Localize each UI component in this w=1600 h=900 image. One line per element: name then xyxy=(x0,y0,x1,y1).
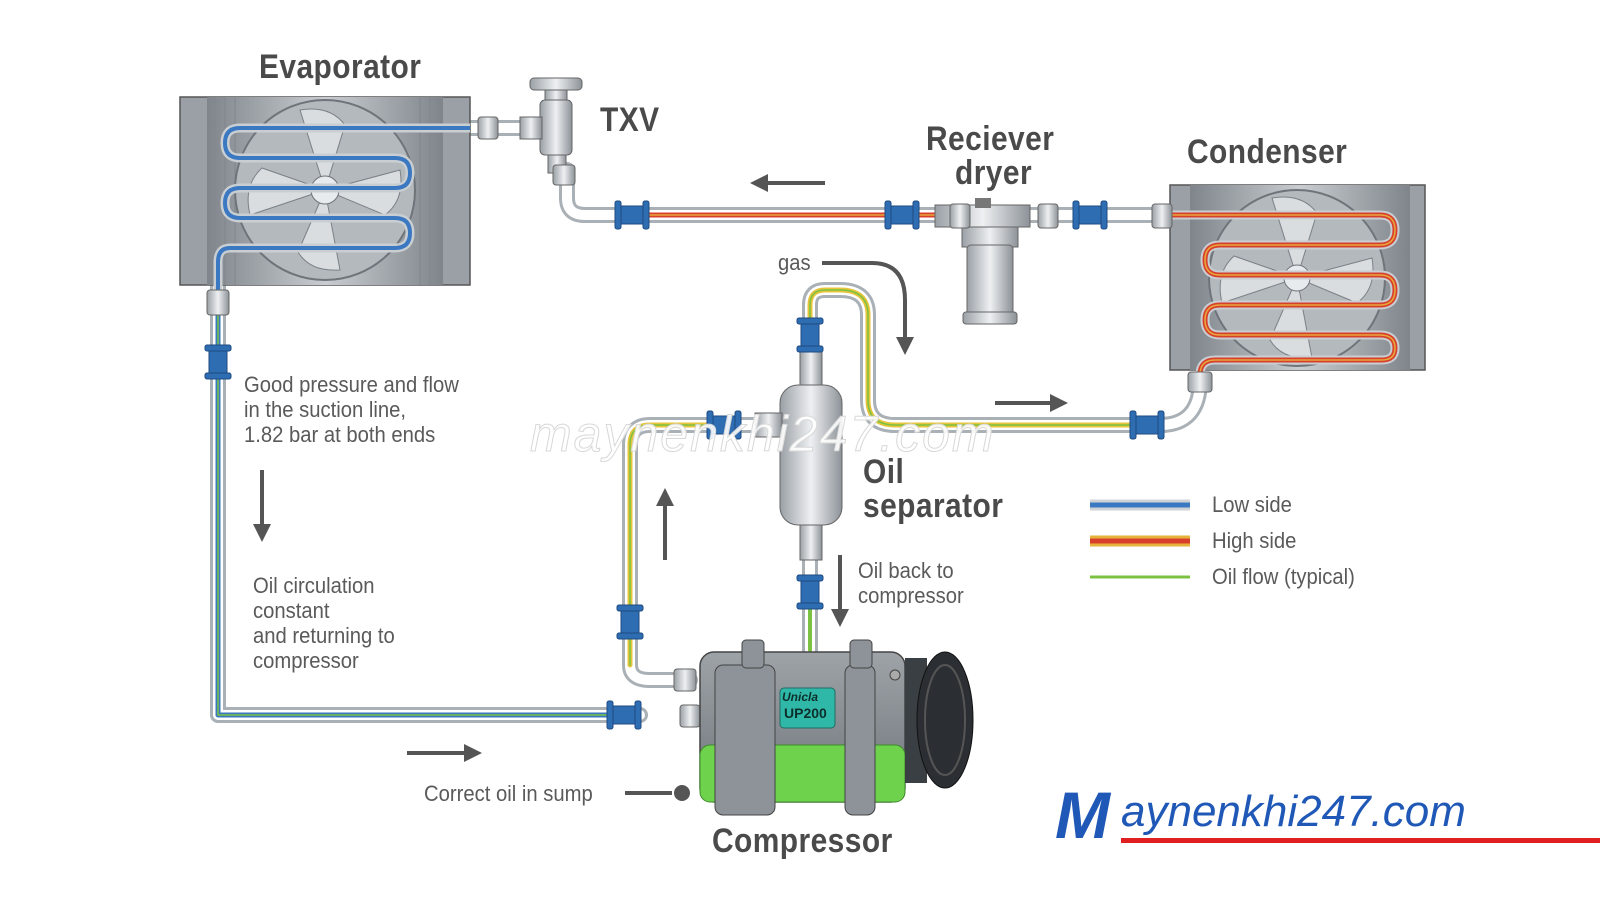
oil-circulation-line: compressor xyxy=(253,648,359,673)
receiver-dryer-label-1: Reciever xyxy=(926,120,1055,158)
arrow-down-icon xyxy=(831,555,849,627)
oil-circulation-line: constant xyxy=(253,598,330,623)
arrow-down-icon xyxy=(896,337,914,355)
oil-circulation-line: and returning to xyxy=(253,623,395,648)
flow-arrows xyxy=(253,174,1068,801)
arrow-left-icon xyxy=(750,174,825,192)
arrow-up-icon xyxy=(656,488,674,560)
receiver-dryer xyxy=(934,198,1031,325)
suction-note-line: Good pressure and flow xyxy=(244,372,459,397)
evaporator xyxy=(179,96,471,300)
gas-label: gas xyxy=(778,250,811,275)
arrow-right-icon xyxy=(995,394,1068,412)
oil-separator-label-2: separator xyxy=(863,487,1004,525)
sump-note: Correct oil in sump xyxy=(424,781,593,806)
arrow-right-icon xyxy=(407,744,482,762)
condenser-label: Condenser xyxy=(1187,133,1348,171)
legend-low-side: Low side xyxy=(1212,492,1292,517)
oil-back-note: Oil back to compressor xyxy=(858,558,964,608)
oil-back-line: Oil back to xyxy=(858,558,954,583)
suction-note: Good pressure and flow in the suction li… xyxy=(244,372,459,447)
compressor-badge-brand: Unicla xyxy=(782,690,819,704)
pipe-nuts xyxy=(206,116,1213,728)
suction-note-line: 1.82 bar at both ends xyxy=(244,422,436,447)
condenser xyxy=(1160,184,1426,385)
receiver-dryer-label-2: dryer xyxy=(955,154,1033,192)
txv-valve xyxy=(519,77,583,174)
legend-high-side: High side xyxy=(1212,528,1297,553)
pipe-cores xyxy=(215,212,1163,718)
oil-circulation-line: Oil circulation xyxy=(253,573,375,598)
brand-logo-text: aynenkhi247.com xyxy=(1121,787,1466,836)
compressor-label: Compressor xyxy=(712,822,893,860)
pipe-fittings xyxy=(204,200,1165,730)
oil-circulation-note: Oil circulation constant and returning t… xyxy=(253,573,395,673)
brand-logo-initial: M xyxy=(1055,778,1110,852)
oil-back-line: compressor xyxy=(858,583,964,608)
arrow-down-icon xyxy=(822,261,907,338)
suction-note-line: in the suction line, xyxy=(244,397,407,422)
arrow-down-icon xyxy=(253,470,271,542)
oil-separator xyxy=(754,349,843,561)
compressor-badge xyxy=(779,687,836,729)
evaporator-label: Evaporator xyxy=(259,48,422,86)
txv-label: TXV xyxy=(600,101,660,139)
oil-separator-label-1: Oil xyxy=(863,453,905,491)
legend-swatches xyxy=(1090,499,1190,579)
compressor-badge-model: UP200 xyxy=(784,705,827,721)
compressor xyxy=(699,639,974,816)
watermark: maynenkhi247.com xyxy=(530,406,996,463)
sump-pointer xyxy=(625,785,690,801)
brand-underline xyxy=(1121,838,1600,843)
legend-oil-flow: Oil flow (typical) xyxy=(1212,564,1355,589)
